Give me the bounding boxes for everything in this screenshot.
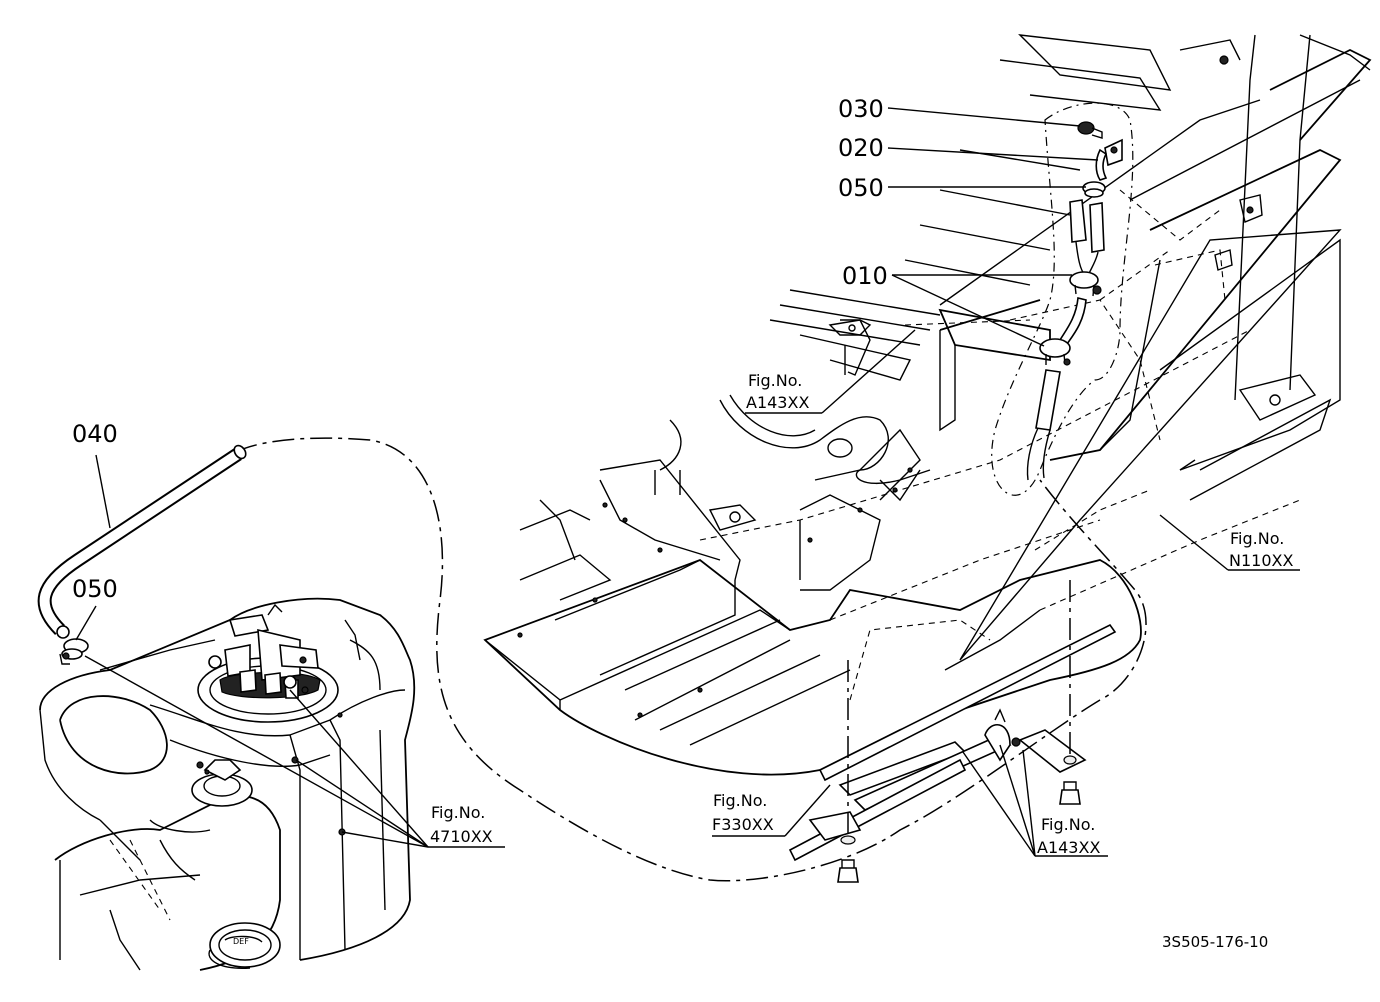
fuel-tank-drawing: DEF bbox=[39, 597, 416, 971]
callout-050-top: 050 bbox=[838, 174, 884, 202]
fig-ref-a143-top-label: Fig.No. bbox=[748, 371, 802, 390]
breather-hose-assembly bbox=[991, 102, 1134, 496]
callout-040: 040 bbox=[72, 420, 118, 448]
mounting-brackets bbox=[788, 580, 1117, 883]
callout-050-left: 050 bbox=[72, 575, 118, 603]
part-050-clamp-left bbox=[59, 638, 89, 665]
cap-marking: DEF bbox=[233, 937, 249, 946]
fig-ref-a143-bottom-label: Fig.No. bbox=[1041, 815, 1095, 834]
leader-lines bbox=[75, 107, 1300, 857]
fig-ref-4710-label: Fig.No. bbox=[431, 803, 485, 822]
hose-route-line bbox=[235, 437, 1147, 882]
fig-ref-f330-code: F330XX bbox=[712, 815, 774, 834]
fig-ref-a143-top-code: A143XX bbox=[746, 393, 809, 412]
vehicle-frame-drawing bbox=[483, 34, 1372, 776]
callout-030: 030 bbox=[838, 95, 884, 123]
callout-010: 010 bbox=[842, 262, 888, 290]
document-id: 3S505-176-10 bbox=[1162, 933, 1268, 951]
fig-ref-a143-bottom-code: A143XX bbox=[1037, 838, 1100, 857]
callout-020: 020 bbox=[838, 134, 884, 162]
fig-ref-4710-code: 4710XX bbox=[430, 827, 493, 846]
fig-ref-f330-label: Fig.No. bbox=[713, 791, 767, 810]
fig-ref-n110-label: Fig.No. bbox=[1230, 529, 1284, 548]
fig-ref-n110-code: N110XX bbox=[1229, 551, 1293, 570]
part-040-hose bbox=[37, 444, 247, 639]
